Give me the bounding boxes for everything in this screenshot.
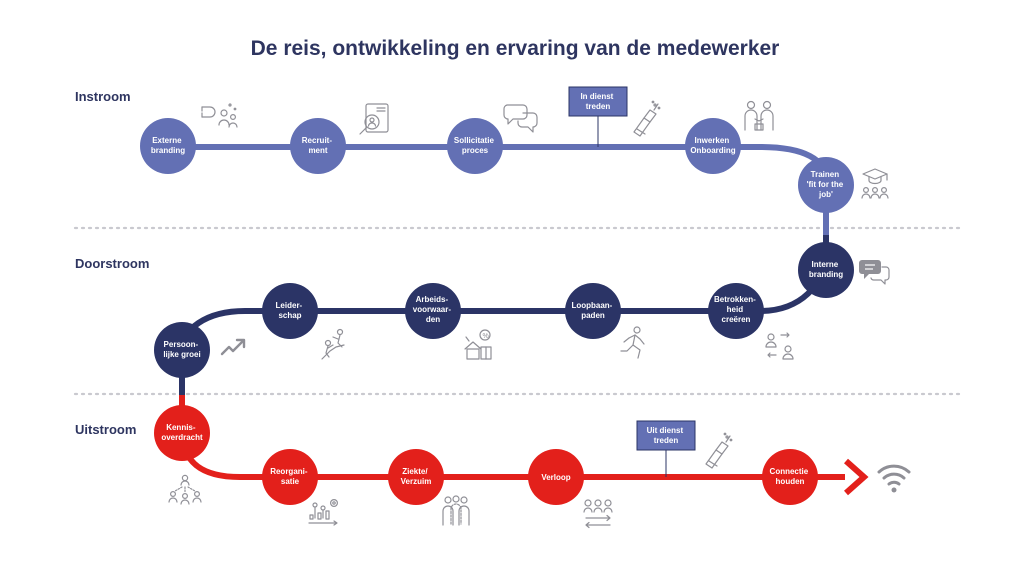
step-label: Loopbaan- paden	[571, 301, 614, 320]
step-loopbaanpaden: Loopbaan- paden	[565, 283, 621, 339]
phase-label-uitstroom: Uitstroom	[75, 422, 136, 437]
step-betrokkenheid-creeren: Betrokken- heid creëren	[708, 283, 764, 339]
step-sollicitatie-proces: Sollicitatie proces	[447, 118, 503, 174]
search-profile-icon	[359, 103, 389, 135]
step-label: Trainen 'fit for the job'	[807, 170, 846, 199]
graduation-group-icon	[861, 168, 889, 199]
step-label: Reorgani- satie	[270, 467, 310, 486]
step-node	[565, 283, 621, 339]
step-node	[798, 157, 854, 213]
step-persoonlijke-groei: Persoon- lijke groei	[154, 322, 210, 378]
step-recruitment: Recruit- ment	[290, 118, 346, 174]
diagram-title: De reis, ontwikkeling en ervaring van de…	[251, 37, 780, 60]
knowledge-network-icon	[168, 474, 202, 505]
absent-group-icon	[442, 495, 470, 526]
step-label: Kennis- overdracht	[161, 423, 203, 442]
phase-label-doorstroom: Doorstroom	[75, 256, 149, 271]
chat-bubble-icon	[859, 260, 890, 285]
step-verloop: Verloop	[528, 449, 584, 505]
step-label: Betrokken- heid creëren	[714, 295, 758, 324]
people-turnover-icon	[583, 499, 613, 529]
step-node	[528, 449, 584, 505]
restructure-icon	[308, 498, 339, 526]
step-label: Interne branding	[809, 260, 843, 279]
step-kennisoverdracht: Kennis- overdracht	[154, 405, 210, 461]
step-node	[140, 118, 196, 174]
milestone-box	[568, 86, 628, 117]
step-node	[388, 449, 444, 505]
wifi-icon	[877, 464, 911, 493]
magnet-people-icon	[201, 103, 238, 128]
step-reorganisatie: Reorgani- satie	[262, 449, 318, 505]
step-trainen: Trainen 'fit for the job'	[798, 157, 854, 213]
step-node	[762, 449, 818, 505]
step-label: Externe branding	[151, 136, 185, 155]
step-inwerken-onboarding: Inwerken Onboarding	[685, 118, 741, 174]
champagne-icon	[705, 432, 733, 469]
svg-text:%: %	[483, 333, 489, 340]
step-node	[798, 242, 854, 298]
phase-label-instroom: Instroom	[75, 89, 131, 104]
step-label: Verloop	[541, 473, 570, 482]
step-label: Sollicitatie proces	[454, 136, 496, 155]
milestone-box	[636, 420, 696, 451]
milestone-in-dienst-treden: In dienst treden	[568, 86, 628, 117]
milestone-label: In dienst treden	[580, 92, 615, 111]
climbing-people-icon	[321, 328, 345, 360]
people-exchange-icon	[765, 332, 794, 360]
step-node	[154, 322, 210, 378]
handshake-people-icon	[744, 100, 774, 131]
step-label: Persoon- lijke groei	[163, 340, 200, 359]
step-leiderschap: Leider- schap	[262, 283, 318, 339]
step-node	[154, 405, 210, 461]
step-label: Arbeids- voorwaar- den	[413, 295, 453, 324]
benefits-icon: %	[464, 329, 492, 360]
growth-arrow-icon	[220, 338, 246, 356]
step-arbeidsvoorwaarden: Arbeids- voorwaar- den	[405, 283, 461, 339]
step-node	[447, 118, 503, 174]
step-node	[290, 118, 346, 174]
step-node	[708, 283, 764, 339]
milestone-label: Uit dienst treden	[647, 426, 686, 445]
step-label: Inwerken Onboarding	[690, 136, 735, 155]
champagne-icon	[633, 100, 661, 137]
running-person-icon	[620, 326, 645, 359]
step-externe-branding: Externe branding	[140, 118, 196, 174]
step-node	[685, 118, 741, 174]
step-ziekte-verzuim: Ziekte/ Verzuim	[388, 449, 444, 505]
step-label: Connectie houden	[770, 467, 811, 486]
uitstroom-arrowhead	[844, 458, 869, 496]
step-interne-branding: Interne branding	[798, 242, 854, 298]
step-node	[262, 449, 318, 505]
step-connectie-houden: Connectie houden	[762, 449, 818, 505]
step-label: Recruit- ment	[302, 136, 334, 155]
step-node	[262, 283, 318, 339]
milestone-uit-dienst-treden: Uit dienst treden	[636, 420, 696, 451]
speech-bubbles-icon	[503, 104, 538, 133]
step-node	[405, 283, 461, 339]
step-label: Leider- schap	[276, 301, 305, 320]
step-label: Ziekte/ Verzuim	[401, 467, 432, 486]
